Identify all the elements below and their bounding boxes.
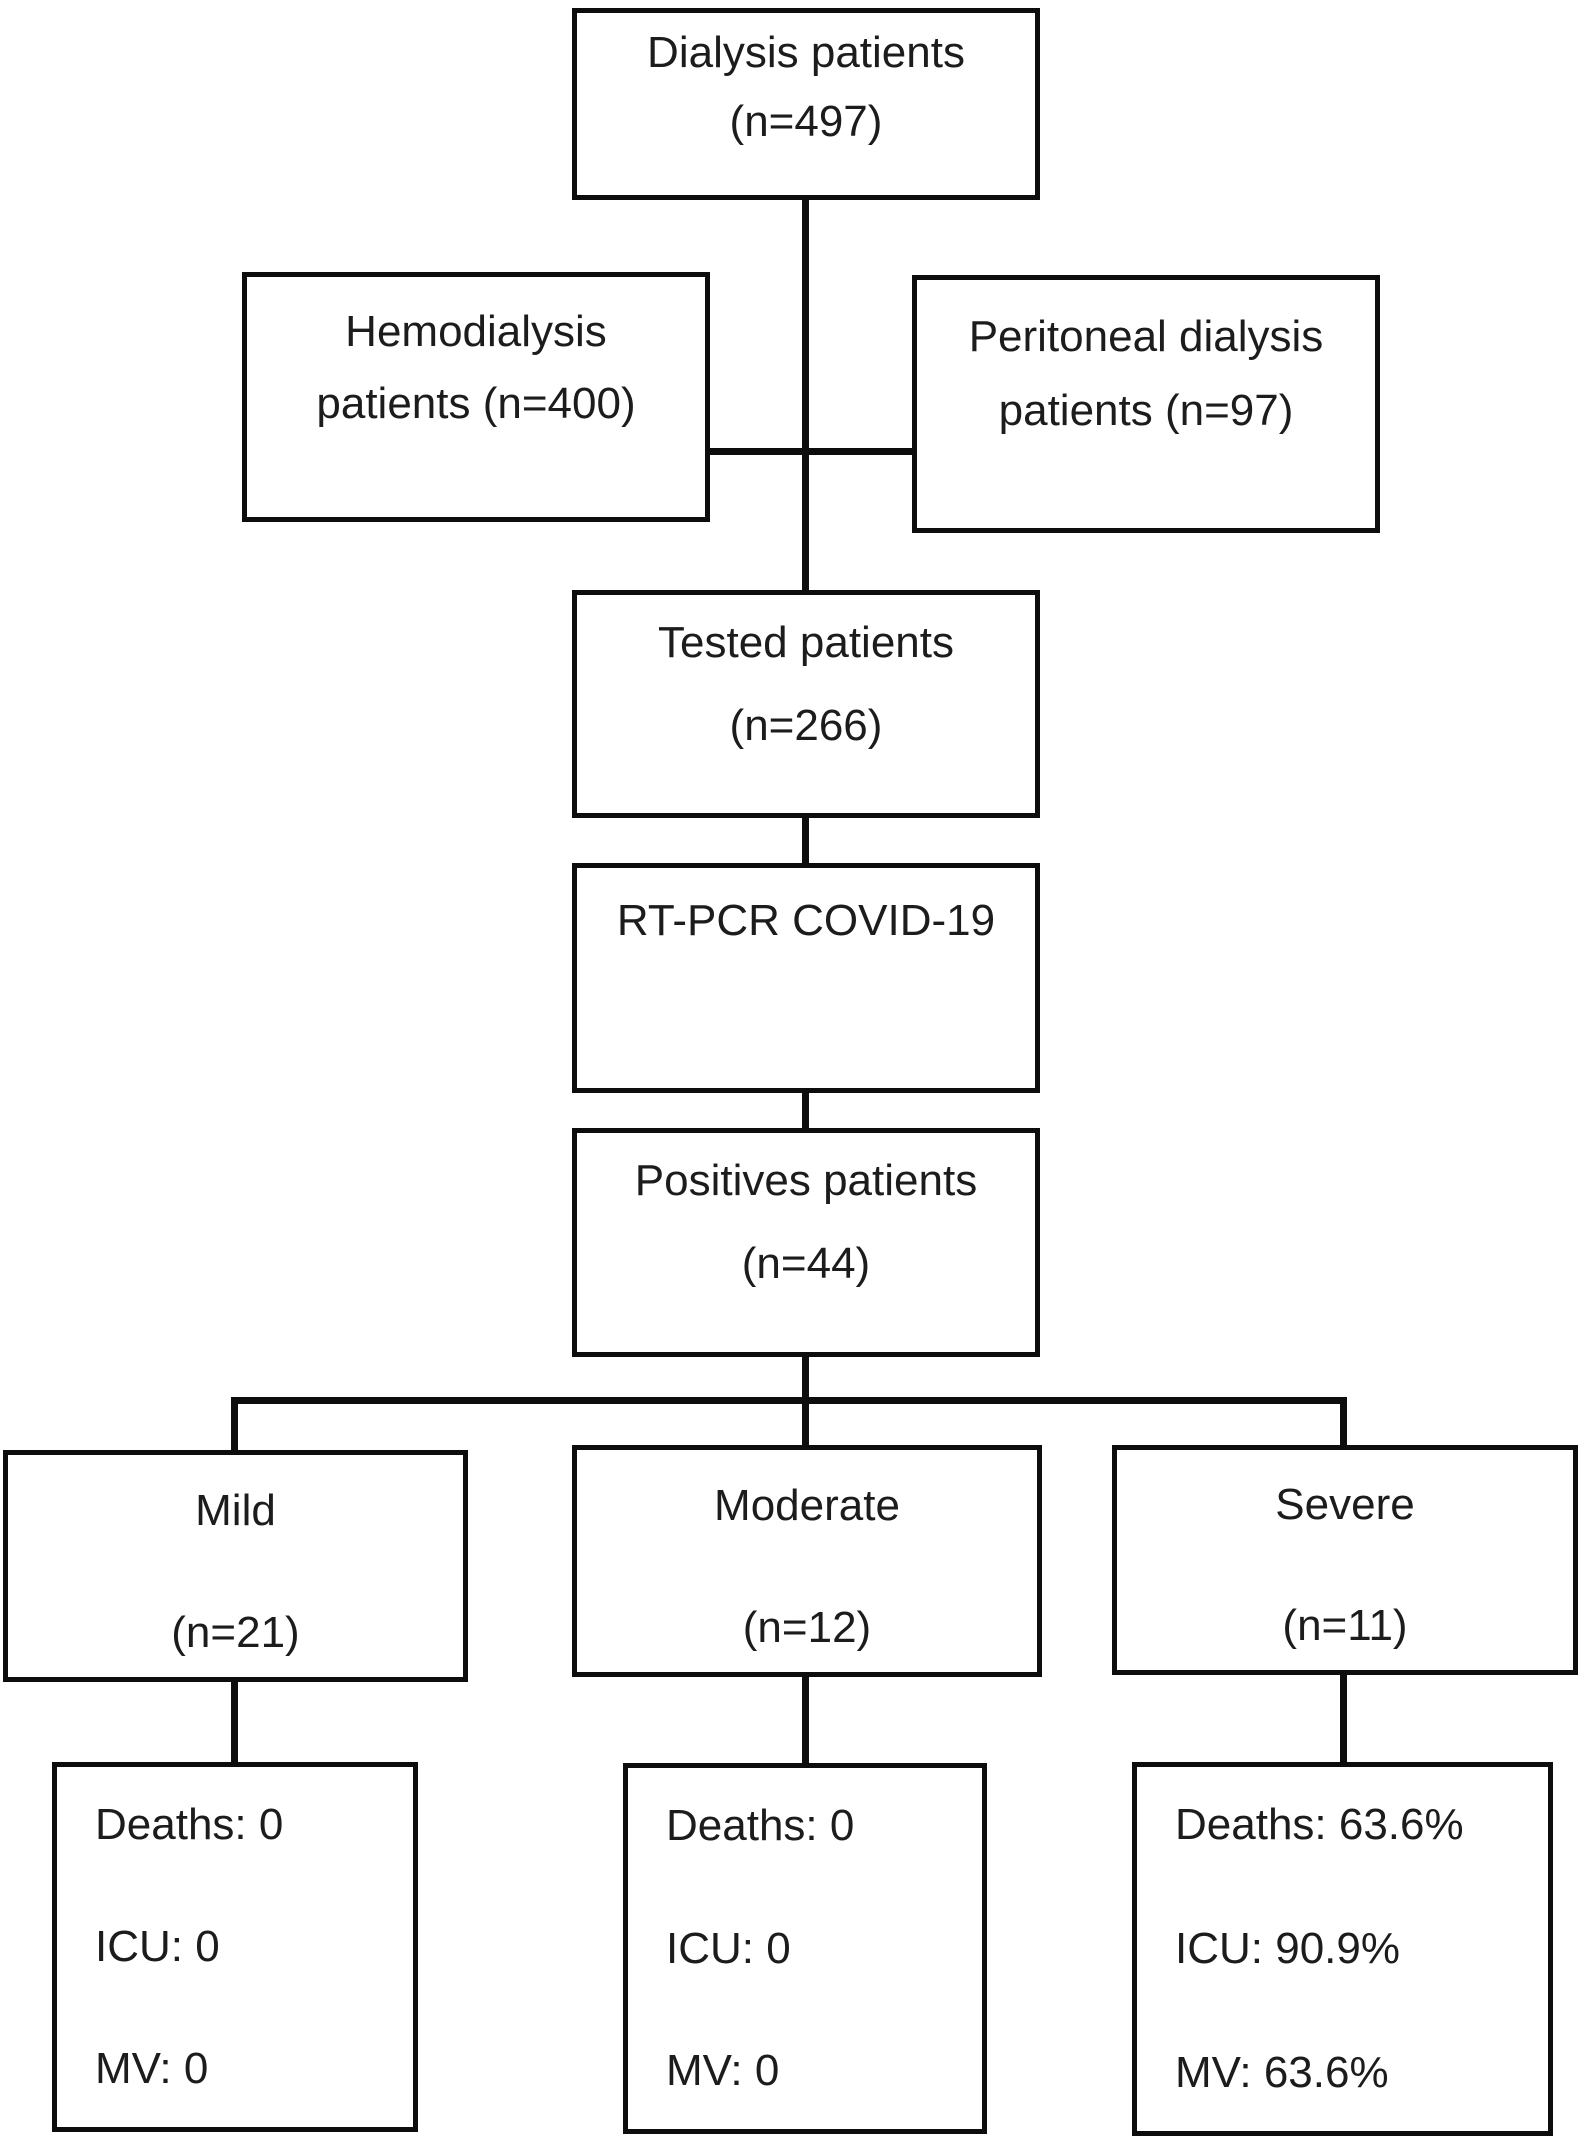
moderate-count: (n=12) xyxy=(742,1602,872,1652)
moderate-mv-value: MV: 0 xyxy=(666,2046,780,2096)
node-peritoneal-dialysis-patients: Peritoneal dialysis patients (n=97) xyxy=(912,275,1380,533)
connector-branch-to-mild xyxy=(231,1400,238,1452)
connector-hemodialysis-to-peritoneal xyxy=(710,448,912,455)
node-mild-outcomes: Deaths: 0 ICU: 0 MV: 0 xyxy=(52,1762,418,2132)
node-hemodialysis-patients: Hemodialysis patients (n=400) xyxy=(242,272,710,522)
mild-count: (n=21) xyxy=(171,1607,300,1657)
connector-positives-to-branch xyxy=(802,1355,809,1404)
moderate-label: Moderate xyxy=(714,1480,900,1530)
node-moderate-outcomes: Deaths: 0 ICU: 0 MV: 0 xyxy=(623,1763,987,2134)
node-tested-patients: Tested patients (n=266) xyxy=(572,590,1040,818)
connector-branch-to-severe xyxy=(1340,1400,1347,1448)
node-dialysis-patients: Dialysis patients (n=497) xyxy=(572,8,1040,200)
node-mild: Mild (n=21) xyxy=(3,1450,468,1682)
node-positives-patients: Positives patients (n=44) xyxy=(572,1128,1040,1357)
hemodialysis-count: patients (n=400) xyxy=(316,379,636,429)
node-severe-outcomes: Deaths: 63.6% ICU: 90.9% MV: 63.6% xyxy=(1132,1762,1553,2136)
positives-patients-count: (n=44) xyxy=(741,1239,871,1289)
moderate-icu-value: ICU: 0 xyxy=(666,1923,791,1973)
severe-count: (n=11) xyxy=(1282,1601,1408,1650)
node-moderate: Moderate (n=12) xyxy=(572,1445,1042,1677)
node-severe: Severe (n=11) xyxy=(1112,1445,1578,1675)
rt-pcr-label: RT-PCR COVID-19 xyxy=(616,895,996,945)
connector-tested-to-rtpcr xyxy=(802,816,809,865)
dialysis-patients-count: (n=497) xyxy=(729,97,883,147)
connector-dialysis-to-tested xyxy=(802,200,809,592)
connector-severe-to-outcomes xyxy=(1340,1673,1347,1764)
severe-deaths-value: Deaths: 63.6% xyxy=(1175,1800,1464,1850)
positives-patients-label: Positives patients xyxy=(634,1156,978,1206)
moderate-deaths-value: Deaths: 0 xyxy=(666,1800,855,1850)
connector-branch-to-moderate xyxy=(802,1400,809,1448)
connector-mild-to-outcomes xyxy=(231,1680,238,1764)
branch-line xyxy=(231,1397,1347,1404)
mild-icu-value: ICU: 0 xyxy=(95,1922,220,1971)
mild-mv-value: MV: 0 xyxy=(95,2044,209,2094)
peritoneal-label: Peritoneal dialysis xyxy=(968,312,1324,362)
severe-label: Severe xyxy=(1275,1480,1415,1529)
mild-deaths-value: Deaths: 0 xyxy=(95,1799,284,1849)
peritoneal-count: patients (n=97) xyxy=(998,386,1294,436)
dialysis-patients-label: Dialysis patients xyxy=(647,28,965,78)
connector-rtpcr-to-positives xyxy=(802,1091,809,1130)
tested-patients-count: (n=266) xyxy=(729,700,883,750)
tested-patients-label: Tested patients xyxy=(658,617,954,667)
mild-label: Mild xyxy=(195,1485,276,1535)
connector-moderate-to-outcomes xyxy=(802,1675,809,1765)
severe-icu-value: ICU: 90.9% xyxy=(1175,1924,1400,1973)
severe-mv-value: MV: 63.6% xyxy=(1175,2047,1389,2097)
node-rt-pcr-covid19: RT-PCR COVID-19 xyxy=(572,863,1040,1093)
hemodialysis-label: Hemodialysis xyxy=(345,307,607,357)
